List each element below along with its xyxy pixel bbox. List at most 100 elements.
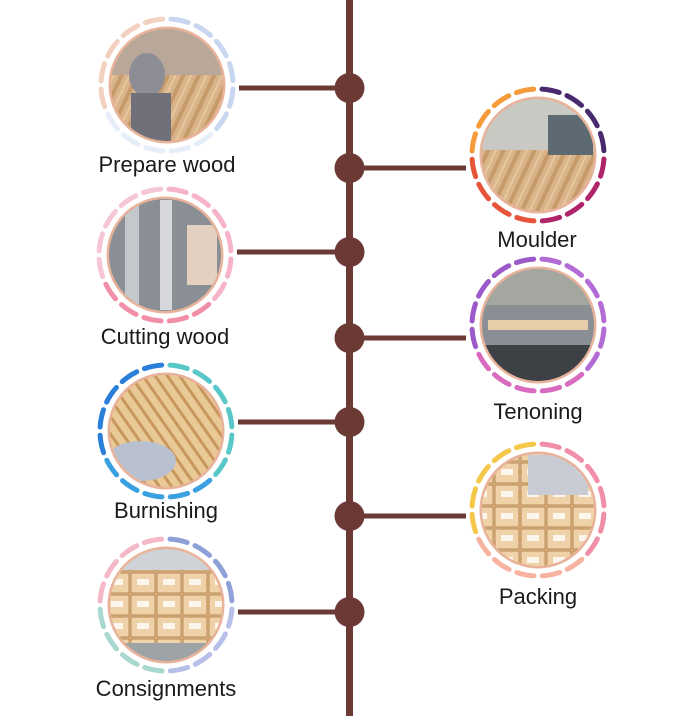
ring-dash	[167, 664, 191, 674]
timeline-node	[334, 407, 365, 437]
ring-dash	[598, 156, 607, 179]
ring-dash	[212, 281, 227, 301]
ring-dash	[539, 384, 563, 394]
ring-dash	[585, 181, 600, 201]
ring-dash	[120, 652, 140, 667]
connector-line	[239, 85, 350, 91]
ring-dash	[167, 362, 190, 371]
timeline-node	[334, 501, 365, 531]
ring-dash	[191, 193, 211, 208]
ring-dash	[120, 478, 140, 493]
connector-line	[238, 609, 350, 615]
ring-dash	[539, 214, 563, 224]
ring-dash	[141, 536, 165, 546]
ring-dash	[193, 23, 213, 38]
ring-dash	[121, 132, 141, 147]
ring-dash	[514, 570, 537, 579]
ring-dash	[119, 302, 139, 317]
ring-dash	[492, 557, 512, 572]
ring-dash	[225, 580, 235, 604]
connector-line	[349, 165, 466, 171]
ring-dash	[213, 631, 228, 651]
ring-dash	[584, 108, 600, 129]
ring-dash	[584, 278, 600, 299]
ring-dash	[167, 536, 190, 545]
timeline-node	[334, 73, 365, 103]
ring-dash	[597, 130, 607, 154]
timeline-node	[334, 237, 365, 267]
ring-dash	[226, 60, 236, 84]
ring-dash	[193, 131, 214, 147]
ring-dash	[167, 490, 191, 500]
ring-dash	[104, 559, 119, 579]
ring-dash	[597, 485, 607, 509]
ring-dash	[97, 581, 106, 604]
burnishing-sticks-photo	[110, 375, 222, 487]
ring-dash	[492, 372, 512, 387]
timeline-node	[334, 323, 365, 353]
ring-dash	[513, 256, 537, 266]
ring-dash	[564, 93, 584, 108]
ring-dash	[469, 326, 479, 350]
connector-line	[238, 419, 350, 425]
ring-dash	[564, 201, 585, 217]
ring-dash	[168, 144, 192, 154]
ring-dash	[105, 111, 121, 132]
ring-dash	[104, 457, 120, 478]
ring-dash	[97, 432, 107, 456]
ring-dash	[476, 351, 492, 372]
ring-dash	[514, 215, 537, 224]
ring-dash	[476, 181, 492, 202]
step-label: Tenoning	[493, 399, 583, 424]
ring-dash	[192, 369, 212, 384]
ring-dash	[226, 606, 235, 629]
ring-dash	[213, 38, 229, 59]
ring-dash	[476, 109, 491, 129]
ring-dash	[226, 432, 235, 455]
ring-dash	[166, 186, 189, 195]
ring-dash	[225, 256, 234, 279]
ring-dash	[476, 536, 492, 557]
process-step-4	[334, 256, 607, 394]
ring-dash	[103, 281, 119, 302]
ring-dash	[469, 301, 478, 324]
step-label: Packing	[498, 584, 578, 609]
ring-dash	[476, 279, 491, 299]
ring-dash	[585, 351, 600, 371]
ring-dash	[141, 315, 164, 324]
ring-dash	[142, 491, 165, 500]
ring-dash	[104, 631, 120, 652]
cutting-machine-photo	[109, 199, 221, 311]
ring-dash	[491, 93, 512, 109]
ring-dash	[119, 543, 140, 559]
ring-dash	[98, 86, 108, 110]
ring-dash	[214, 111, 229, 131]
moulder-machine-photo	[482, 99, 594, 211]
process-step-7	[97, 536, 365, 674]
ring-dash	[192, 651, 213, 667]
ring-dash	[97, 606, 107, 630]
ring-dash	[469, 131, 478, 154]
timeline-node	[334, 597, 365, 627]
ring-dash	[96, 256, 106, 280]
ring-dash	[212, 558, 228, 579]
step-label: Cutting wood	[100, 324, 230, 349]
ring-dash	[168, 16, 191, 25]
step-label: Prepare wood	[98, 152, 236, 177]
ring-dash	[104, 385, 119, 405]
connector-line	[349, 335, 466, 341]
ring-dash	[469, 486, 478, 509]
ring-dash	[492, 202, 512, 217]
process-step-5	[97, 362, 365, 500]
ring-dash	[564, 371, 585, 387]
ring-dash	[98, 61, 107, 84]
ring-dash	[227, 86, 236, 109]
process-step-1	[98, 16, 365, 154]
ring-dash	[513, 441, 537, 451]
ring-dash	[598, 326, 607, 349]
ring-dash	[142, 16, 166, 26]
process-step-6	[334, 441, 607, 579]
ring-dash	[539, 256, 562, 265]
ring-dash	[166, 314, 190, 324]
ring-dash	[213, 457, 228, 477]
